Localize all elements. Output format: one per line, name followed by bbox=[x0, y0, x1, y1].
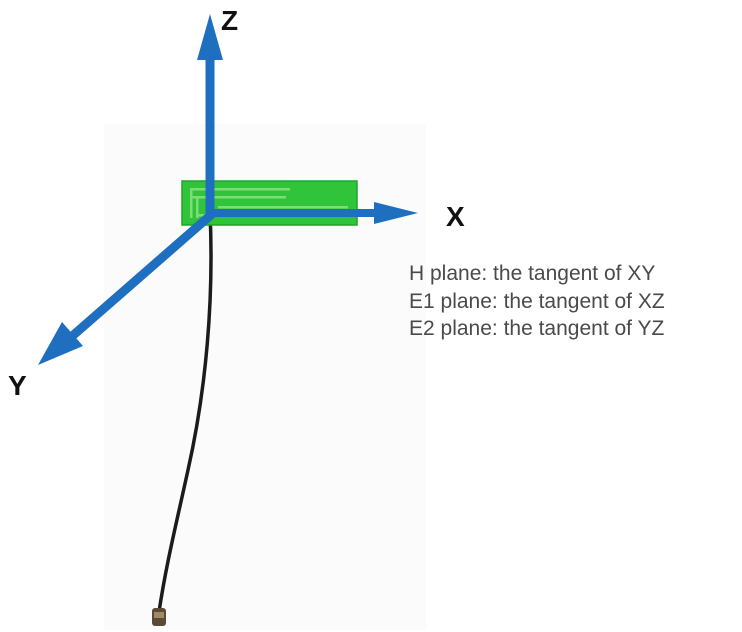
z-axis-arrow bbox=[197, 14, 223, 214]
plane-legend: H plane: the tangent of XY E1 plane: the… bbox=[409, 260, 665, 343]
y-axis-label: Y bbox=[8, 370, 27, 401]
legend-line-e2-plane: E2 plane: the tangent of YZ bbox=[409, 317, 665, 340]
x-axis-label: X bbox=[446, 201, 465, 232]
x-axis-arrow bbox=[210, 202, 418, 224]
coax-cable bbox=[157, 210, 213, 614]
y-axis-arrow bbox=[38, 210, 215, 365]
legend-line-h-plane: H plane: the tangent of XY bbox=[409, 262, 656, 285]
legend-line-e1-plane: E1 plane: the tangent of XZ bbox=[409, 289, 665, 313]
z-axis-label: Z bbox=[221, 5, 238, 36]
ufl-connector bbox=[152, 608, 166, 626]
